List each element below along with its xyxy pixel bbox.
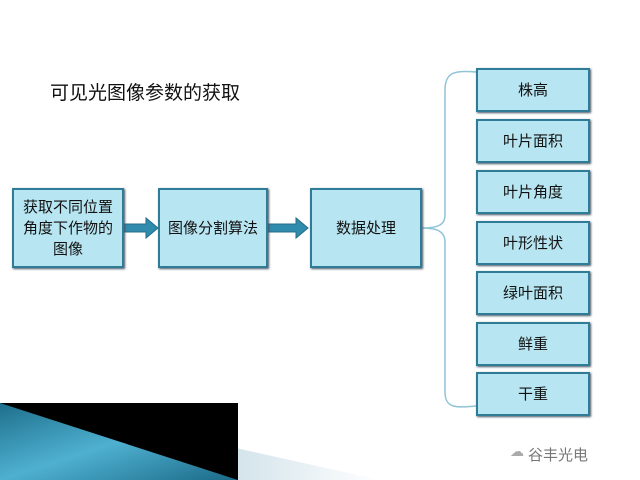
brace (421, 70, 477, 408)
arrow-1 (123, 216, 159, 240)
watermark: 谷丰光电 (528, 446, 589, 464)
flow-box-processing: 数据处理 (310, 188, 422, 268)
param-box: 干重 (476, 372, 590, 416)
param-box: 绿叶面积 (476, 271, 590, 315)
param-box: 鲜重 (476, 322, 590, 366)
blue-corner (0, 403, 238, 480)
param-box: 叶形性状 (476, 221, 590, 265)
arrow-2 (267, 216, 309, 240)
light-stripe (200, 440, 380, 480)
slide-title: 可见光图像参数的获取 (50, 82, 241, 104)
param-box: 叶片角度 (476, 170, 590, 214)
flow-box-segmentation: 图像分割算法 (158, 188, 268, 268)
param-box: 株高 (476, 68, 590, 112)
wechat-icon: ☁ (510, 444, 524, 460)
param-box: 叶片面积 (476, 119, 590, 163)
flow-box-capture: 获取不同位置角度下作物的图像 (12, 188, 124, 268)
